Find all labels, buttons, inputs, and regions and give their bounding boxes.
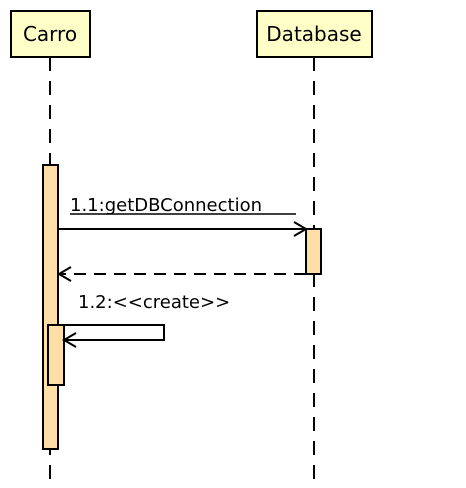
message-label-getdbconnection: 1.1:getDBConnection	[70, 195, 262, 216]
arrowhead-create	[62, 332, 77, 348]
message-arrow-create	[58, 324, 165, 341]
activation-carro-create	[47, 324, 65, 386]
arrowhead-return	[57, 266, 72, 282]
message-label-create: 1.2:<<create>>	[78, 292, 230, 313]
participant-carro[interactable]: Carro	[10, 10, 91, 58]
activation-database	[305, 228, 322, 275]
arrowhead-getdbconnection	[293, 221, 308, 237]
participant-database[interactable]: Database	[256, 10, 373, 58]
participant-carro-label: Carro	[23, 22, 77, 46]
activation-carro-main	[42, 164, 59, 450]
participant-database-label: Database	[266, 22, 361, 46]
